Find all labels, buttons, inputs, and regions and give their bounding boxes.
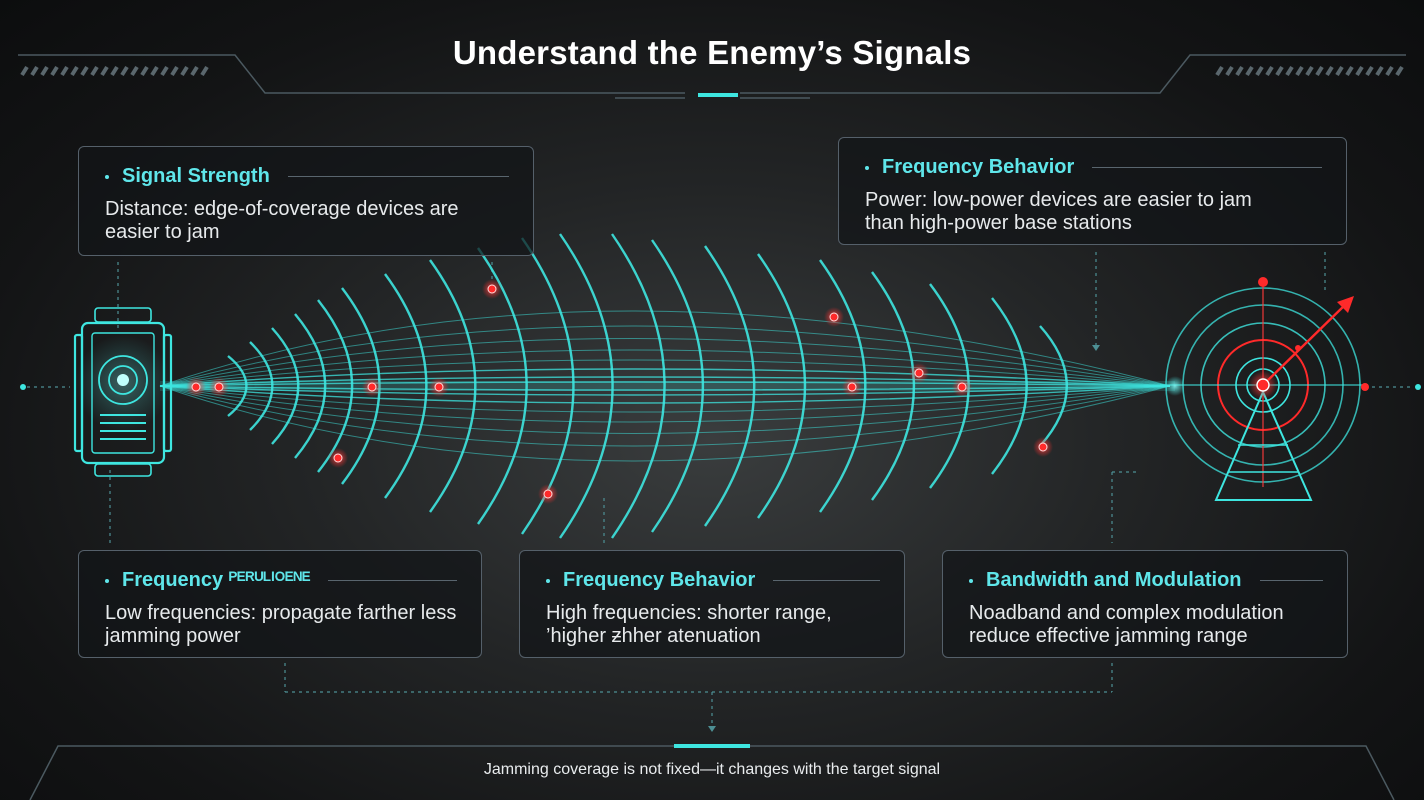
beam-line (159, 368, 1171, 387)
card-frequency-behavior-power: Frequency Behavior Power: low-power devi… (838, 137, 1347, 245)
card-body: Power: low-power devices are easier to j… (865, 189, 1252, 234)
bullet-icon (546, 578, 550, 583)
bullet-icon (105, 578, 109, 583)
footer-frame (29, 745, 1395, 800)
interference-markers (186, 279, 1053, 504)
beam-line (159, 385, 1171, 462)
footer-accent-bar (674, 744, 750, 748)
heading-divider (328, 580, 457, 581)
connector-node (20, 384, 26, 390)
interference-marker (543, 489, 553, 499)
interference-marker (1038, 442, 1048, 452)
card-heading: Frequency ᴾᴱᴿᵁᴸᴵᴼᴱᴺᴱ (122, 569, 311, 591)
interference-marker (847, 382, 857, 392)
bullet-icon (865, 165, 869, 170)
page-title: Understand the Enemy’s Signals (452, 34, 972, 71)
card-frequency-low: Frequency ᴾᴱᴿᵁᴸᴵᴼᴱᴺᴱ Low frequencies: pr… (78, 550, 482, 658)
beam-line (159, 381, 1171, 387)
radio-tower-target-icon (1160, 277, 1369, 501)
interference-marker (367, 382, 377, 392)
heading-divider (773, 580, 880, 581)
card-signal-strength: Signal Strength Distance: edge-of-covera… (78, 146, 534, 256)
beam-line (159, 385, 1171, 434)
card-body: High frequencies: shorter range, ’higher… (546, 602, 832, 647)
card-body: Noadband and complex modulation reduce e… (969, 602, 1284, 647)
heading-divider (1092, 167, 1322, 168)
card-bandwidth-modulation: Bandwidth and Modulation Noadband and co… (942, 550, 1348, 658)
beam-line (159, 376, 1171, 387)
interference-marker (487, 284, 497, 294)
interference-marker (191, 382, 201, 392)
connector-lines (27, 252, 1410, 725)
heading-divider (287, 176, 509, 177)
heading-divider (1259, 580, 1323, 581)
bullet-icon (969, 578, 973, 583)
card-frequency-high: Frequency Behavior High frequencies: sho… (519, 550, 905, 658)
beam-line (159, 338, 1171, 387)
card-heading: Signal Strength (122, 165, 270, 187)
header-hatch-left (20, 65, 209, 77)
beam-line (159, 385, 1171, 413)
interference-marker (333, 453, 343, 463)
card-heading: Bandwidth and Modulation (986, 569, 1242, 591)
beam-line (159, 310, 1171, 387)
beam-line (159, 385, 1171, 423)
interference-marker (957, 382, 967, 392)
connector-node (1415, 384, 1421, 390)
interference-marker (214, 382, 224, 392)
header-accent-bar (698, 93, 738, 97)
jammer-device-icon (73, 307, 173, 477)
beam-line (159, 385, 1171, 396)
connector-arrow-icon (708, 726, 716, 732)
interference-marker (434, 382, 444, 392)
interference-marker (829, 312, 839, 322)
card-heading: Frequency Behavior (563, 569, 756, 591)
beam-line (159, 385, 1171, 391)
card-body: Distance: edge-of-coverage devices are e… (105, 198, 459, 243)
beam-line (159, 349, 1171, 387)
card-heading: Frequency Behavior (882, 156, 1075, 178)
header-frame (18, 54, 1406, 99)
beam-line (159, 385, 1171, 404)
beam-line (159, 359, 1171, 387)
footer-caption: Jamming coverage is not fixed—it changes… (483, 761, 941, 778)
card-body: Low frequencies: propagate farther less … (105, 602, 457, 647)
bullet-icon (105, 174, 109, 179)
header-hatch-right (1215, 65, 1404, 77)
interference-marker (914, 368, 924, 378)
connector-arrow-icon (1092, 345, 1100, 351)
